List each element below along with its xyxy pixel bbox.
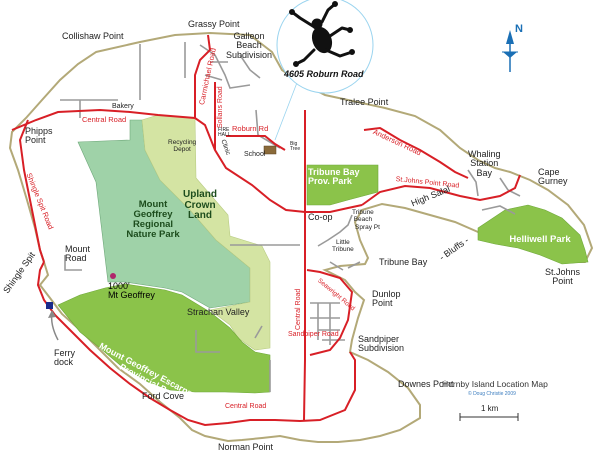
compass-label: N — [515, 23, 523, 35]
frog-icon — [289, 1, 355, 67]
mt-geoffrey-label: 1000' Mt Geoffrey — [108, 281, 155, 301]
callout-line — [274, 79, 299, 141]
fire-hall-label: FIRE HALL — [218, 127, 231, 139]
ferry-dock-label: Ferry dock — [54, 348, 75, 368]
fire-hall-marker — [263, 145, 277, 155]
sollans-road-label: Sollans Road — [217, 86, 224, 128]
recycling-depot-label: Recycling Depot — [168, 139, 197, 153]
tribune-beach-label: Tribune Beach — [352, 209, 374, 223]
tribune-bay-park-label: Tribune Bay Prov. Park — [308, 167, 360, 187]
address-label: 4605 Roburn Road — [284, 69, 364, 79]
dunlop-point-label: Dunlop Point — [372, 289, 401, 309]
central-road-north-label: Central Road — [82, 115, 127, 124]
st-johns-point-label: St.Johns Point — [545, 267, 581, 287]
central-road-east-label: Central Road — [295, 288, 302, 330]
sandpiper-road-label: Sandpiper Road — [288, 331, 339, 338]
school-label: School — [244, 151, 266, 158]
sandpiper-subdivision-label: Sandpiper Subdivision — [358, 334, 405, 354]
main-roads — [11, 34, 521, 427]
tralee-point-label: Tralee Point — [340, 97, 389, 107]
phipps-point-label: Phipps Point — [25, 126, 53, 146]
minor-roads — [60, 42, 521, 392]
cape-gurney-label: Cape Gurney — [538, 167, 568, 187]
roburn-rd-label: Roburn Rd — [232, 124, 269, 133]
spray-pt-label: Spray Pt — [355, 224, 380, 231]
central-road-south-label: Central Road — [225, 403, 267, 410]
mount-geoffrey-park-label: Mount Geoffrey Regional Nature Park — [126, 199, 180, 240]
norman-point-label: Norman Point — [218, 442, 274, 452]
tribune-bay-label: Tribune Bay — [379, 257, 428, 267]
strachan-valley-label: Strachan Valley — [187, 307, 250, 317]
mount-geoffrey-escarpment-area — [57, 283, 271, 394]
downes-point-label: Downes Point — [398, 379, 454, 389]
bakery-label: Bakery — [112, 103, 134, 110]
ford-cove-label: Ford Cove — [142, 391, 185, 401]
scale-bar — [459, 413, 519, 421]
map-credit: © Doug Christie 2009 — [468, 391, 516, 397]
scale-label: 1 km — [481, 404, 499, 413]
upland-crown-land-label: Upland Crown Land — [183, 189, 217, 221]
mt-geoffrey-dot — [110, 273, 116, 279]
little-tribune-label: Little Tribune — [332, 239, 354, 253]
whaling-station-bay-label: Whaling Station Bay — [468, 149, 501, 178]
north-arrow-icon — [502, 30, 518, 72]
ferry-dock-marker — [46, 302, 53, 309]
map-title: Hornby Island Location Map — [442, 379, 548, 389]
grassy-point-label: Grassy Point — [188, 19, 240, 29]
big-tree-label: Big Tree — [290, 141, 301, 153]
ferry-arrowhead — [48, 310, 56, 318]
collishaw-point-label: Collishaw Point — [62, 31, 124, 41]
helliwell-park-area — [477, 204, 589, 265]
mount-road-label: Mount Road — [65, 244, 91, 264]
tribune-bay-park-area — [306, 164, 379, 206]
co-op-label: Co-op — [308, 212, 333, 222]
galleon-beach-label: Galleon Beach Subdivision — [226, 31, 273, 60]
helliwell-park-label: Helliwell Park — [509, 234, 571, 245]
